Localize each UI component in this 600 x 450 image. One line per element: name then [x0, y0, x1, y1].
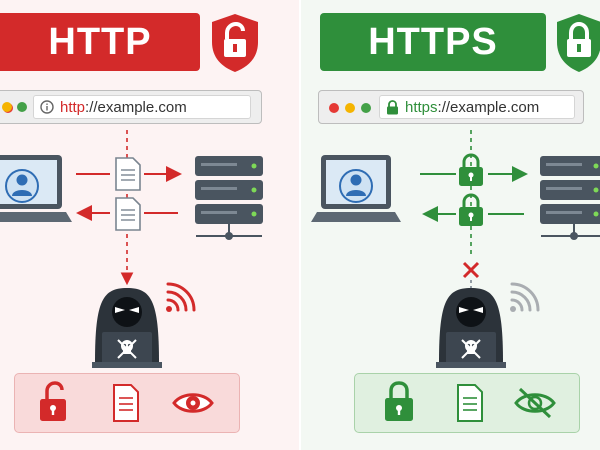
maximize-dot: [361, 103, 371, 113]
hacker-icon: [92, 288, 162, 368]
eye-icon: [171, 392, 214, 413]
skull-icon: [117, 339, 137, 359]
url-scheme: https: [405, 98, 438, 116]
laptop-icon: [311, 155, 401, 222]
blocked-x-icon: [462, 261, 480, 279]
padlock-icon: [459, 153, 483, 186]
minimize-dot: [2, 102, 12, 112]
http-browser-bar: http://example.com: [0, 90, 262, 124]
document-icon: [456, 383, 483, 422]
https-title: HTTPS: [320, 13, 546, 71]
maximize-dot: [17, 102, 27, 112]
locked-shield-icon: [557, 14, 600, 72]
user-icon: [12, 174, 32, 196]
divider: [299, 0, 301, 450]
server-icon: [540, 156, 600, 240]
document-icon: [112, 383, 139, 422]
hacker-icon: [436, 288, 506, 368]
unlocked-shield-icon: [212, 14, 258, 72]
user-icon: [346, 174, 366, 196]
minimize-dot: [345, 103, 355, 113]
unlocked-padlock-icon: [39, 380, 66, 421]
skull-icon: [461, 339, 481, 359]
http-risk-panel: [14, 373, 240, 433]
http-address-bar[interactable]: http://example.com: [33, 95, 251, 119]
close-dot: [329, 103, 339, 113]
padlock-icon: [384, 380, 413, 421]
wifi-icon: [510, 282, 540, 312]
http-title: HTTP: [0, 13, 200, 71]
eye-slash-icon: [513, 387, 556, 418]
laptop-icon: [0, 155, 72, 222]
https-address-bar[interactable]: https://example.com: [379, 95, 575, 119]
document-icon: [115, 157, 141, 191]
url-host: ://example.com: [85, 98, 187, 116]
document-icon: [115, 197, 141, 231]
url-scheme: http: [60, 98, 86, 116]
server-icon: [195, 156, 263, 240]
https-browser-bar: https://example.com: [318, 90, 584, 124]
https-safe-panel: [354, 373, 580, 433]
url-host: ://example.com: [437, 98, 540, 116]
padlock-icon: [387, 99, 398, 114]
info-icon: [40, 100, 54, 114]
wifi-icon: [166, 282, 196, 312]
padlock-icon: [459, 193, 483, 226]
